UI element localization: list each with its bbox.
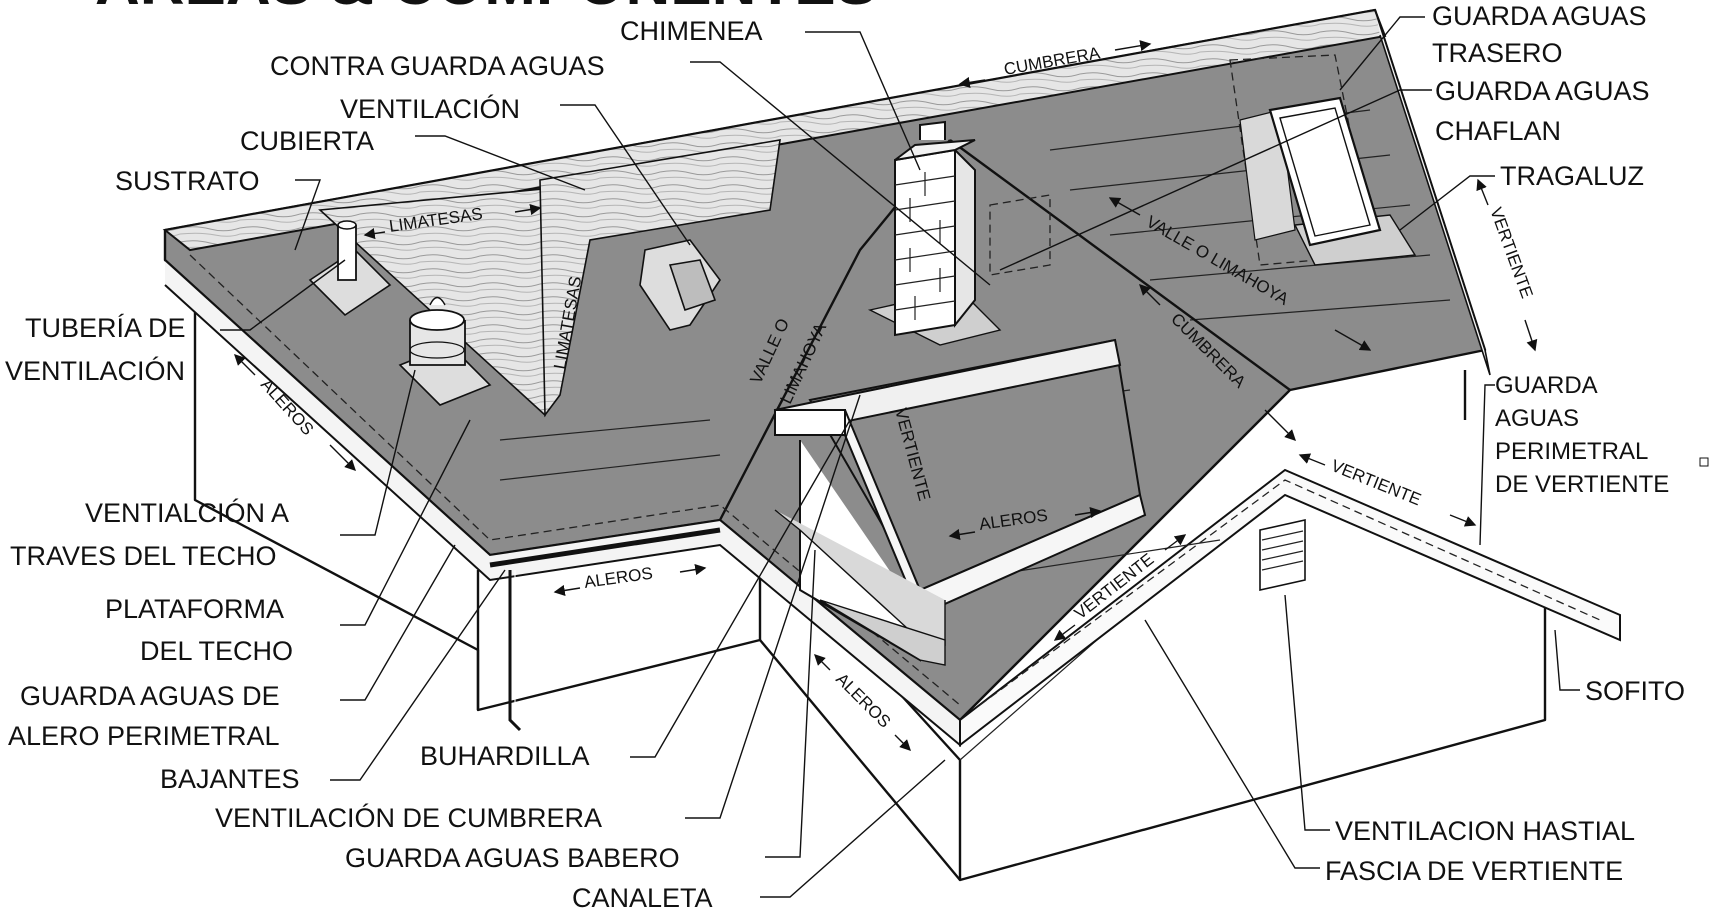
label-ventilacion-techo-1: VENTIALCIÓN A <box>85 497 289 528</box>
tag-vertiente-far: VERTIENTE <box>1486 205 1536 301</box>
label-buhardilla: BUHARDILLA <box>420 741 590 771</box>
label-chimenea: CHIMENEA <box>620 16 763 46</box>
label-ventilacion-techo-2: TRAVES DEL TECHO <box>10 541 277 571</box>
label-guarda-alero-1: GUARDA AGUAS DE <box>20 681 280 711</box>
label-guarda-perimetral-3: PERIMETRAL <box>1495 438 1648 465</box>
label-guarda-perimetral-1: GUARDA <box>1495 372 1598 399</box>
label-ventilacion: VENTILACIÓN <box>340 93 520 124</box>
label-guarda-chaflan-2: CHAFLAN <box>1435 116 1561 146</box>
label-sofito: SOFITO <box>1585 676 1685 706</box>
label-guarda-babero: GUARDA AGUAS BABERO <box>345 843 680 873</box>
label-canaleta: CANALETA <box>572 883 713 913</box>
gutter <box>489 527 721 732</box>
label-ventilacion-cumbrera: VENTILACIÓN DE CUMBRERA <box>215 802 602 833</box>
label-tuberia-2: VENTILACIÓN <box>5 355 185 386</box>
label-tuberia-1: TUBERÍA DE <box>25 313 186 343</box>
label-ventilacion-hastial: VENTILACION HASTIAL <box>1335 816 1635 846</box>
label-guarda-chaflan-1: GUARDA AGUAS <box>1435 76 1650 106</box>
label-fascia: FASCIA DE VERTIENTE <box>1325 856 1623 886</box>
skylight <box>1229 54 1417 266</box>
leader-lines <box>220 16 1709 898</box>
label-guarda-trasero-2: TRASERO <box>1432 38 1563 68</box>
diagram-title: AREAS & COMPONENTES <box>95 0 877 18</box>
label-cubierta: CUBIERTA <box>240 126 374 156</box>
label-sustrato: SUSTRATO <box>115 166 260 196</box>
dormer <box>773 338 1147 666</box>
label-guarda-alero-2: ALERO PERIMETRAL <box>8 721 280 751</box>
label-plataforma-1: PLATAFORMA <box>105 594 284 624</box>
label-plataforma-2: DEL TECHO <box>140 636 293 666</box>
labels: CHIMENEA CONTRA GUARDA AGUAS VENTILACIÓN… <box>5 1 1685 913</box>
roof-vents <box>308 220 1306 591</box>
label-guarda-trasero-1: GUARDA AGUAS <box>1432 1 1647 31</box>
main-roof <box>162 8 1621 748</box>
label-guarda-perimetral-2: AGUAS <box>1495 405 1579 432</box>
label-bajantes: BAJANTES <box>160 764 300 794</box>
label-guarda-perimetral-4: DE VERTIENTE <box>1495 471 1669 498</box>
label-tragaluz: TRAGALUZ <box>1500 161 1644 191</box>
tag-aleros-front: ALEROS <box>583 564 654 592</box>
chimney <box>867 120 1051 346</box>
label-contra-guarda-aguas: CONTRA GUARDA AGUAS <box>270 51 605 81</box>
